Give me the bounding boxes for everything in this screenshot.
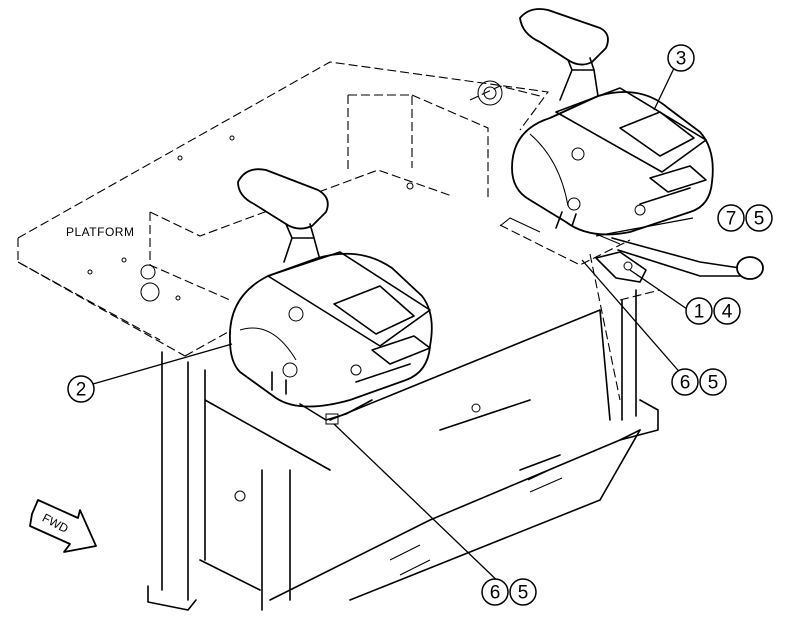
callout-1-4: 1 4 xyxy=(685,297,741,325)
fwd-arrow: FWD xyxy=(29,499,97,553)
callout-circle xyxy=(699,368,727,396)
callout-circle xyxy=(717,204,745,232)
callout-circle xyxy=(481,578,509,606)
callout-3: 3 xyxy=(667,44,695,72)
callout-6-5-bottom: 6 5 xyxy=(481,578,537,606)
callout-7-5: 7 5 xyxy=(717,204,773,232)
callout-circle xyxy=(509,578,537,606)
platform-label: PLATFORM xyxy=(66,225,134,239)
callout-number: 2 xyxy=(76,380,87,401)
callout-number: 3 xyxy=(676,49,687,70)
callout-number: 6 xyxy=(490,583,501,604)
callout-number: 5 xyxy=(708,373,719,394)
support-frame xyxy=(147,289,659,611)
callout-circle xyxy=(667,44,695,72)
leader-lines xyxy=(92,63,694,589)
callout-circle xyxy=(67,375,95,403)
right-control-lever xyxy=(499,8,714,245)
callout-number: 4 xyxy=(722,302,733,323)
callout-number: 5 xyxy=(518,583,529,604)
callout-circle xyxy=(745,204,773,232)
linkage-rod xyxy=(595,237,764,283)
callout-number: 6 xyxy=(680,373,691,394)
callout-circle xyxy=(671,368,699,396)
callout-2: 2 xyxy=(67,375,95,403)
callout-number: 7 xyxy=(726,209,737,230)
callout-circle xyxy=(685,297,713,325)
callout-number: 1 xyxy=(694,302,705,323)
left-control-lever xyxy=(229,168,433,425)
callout-circle xyxy=(713,297,741,325)
callout-number: 5 xyxy=(754,209,765,230)
callout-6-5-right: 6 5 xyxy=(671,368,727,396)
